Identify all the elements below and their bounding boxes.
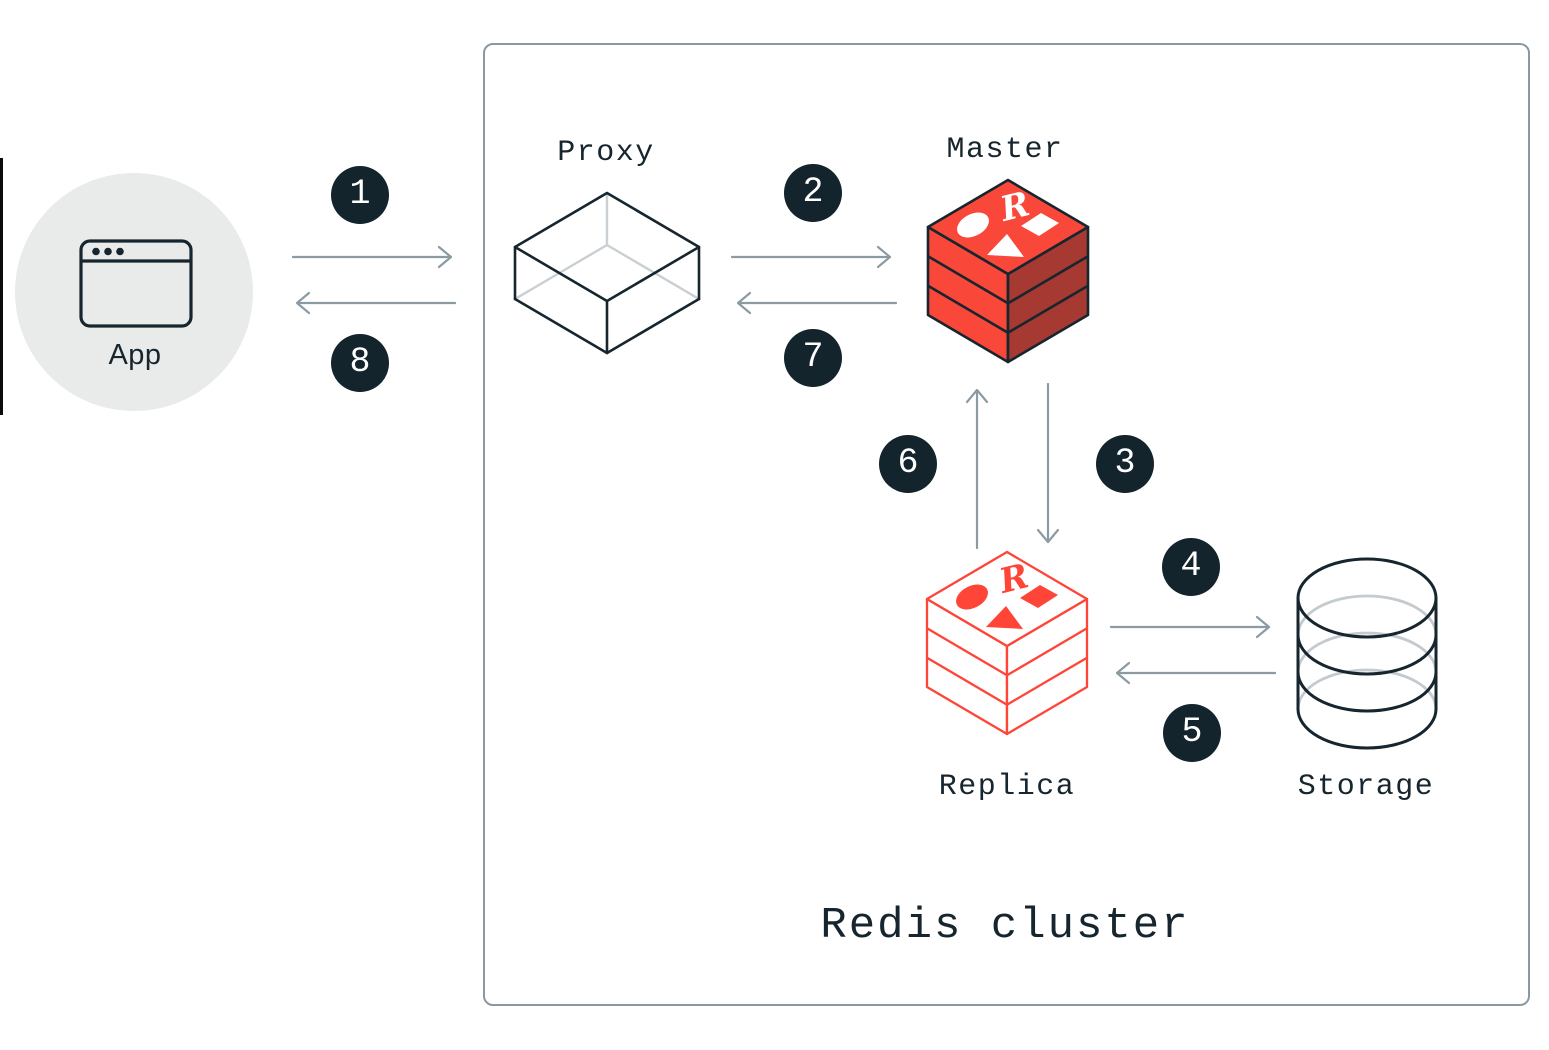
arrow-replica-to-master — [965, 388, 989, 549]
replica-label: Replica — [938, 770, 1076, 804]
storage-label: Storage — [1297, 770, 1435, 804]
database-cylinder-icon — [1296, 557, 1438, 750]
app-node — [15, 173, 253, 411]
arrow-master-to-replica — [1036, 383, 1060, 544]
step-badge-8: 8 — [331, 334, 389, 392]
app-label: App — [108, 339, 162, 371]
master-label: Master — [946, 133, 1064, 167]
step-badge-6: 6 — [879, 435, 937, 493]
step-badge-7: 7 — [784, 329, 842, 387]
arrow-app-to-proxy — [292, 245, 453, 269]
arrow-proxy-to-master — [731, 245, 892, 269]
arrow-storage-to-replica — [1115, 661, 1276, 685]
step-badge-2: 2 — [784, 164, 842, 222]
arrow-master-to-proxy — [736, 291, 897, 315]
redis-cluster-boundary — [483, 43, 1530, 1006]
isometric-box-icon — [513, 191, 701, 355]
redis-top-glyphs: R — [956, 556, 1058, 629]
step-badge-4: 4 — [1162, 538, 1220, 596]
arrow-proxy-to-app — [295, 291, 456, 315]
step-badge-1: 1 — [331, 166, 389, 224]
arrow-replica-to-storage — [1110, 615, 1271, 639]
redis-cube-icon: R — [926, 178, 1090, 364]
screen-edge-artifact — [0, 158, 3, 415]
cluster-title: Redis cluster — [820, 901, 1190, 951]
proxy-label: Proxy — [557, 136, 655, 170]
browser-window-icon — [79, 239, 193, 328]
step-badge-5: 5 — [1163, 704, 1221, 762]
redis-cube-outline-icon: R — [925, 550, 1089, 736]
step-badge-3: 3 — [1096, 435, 1154, 493]
